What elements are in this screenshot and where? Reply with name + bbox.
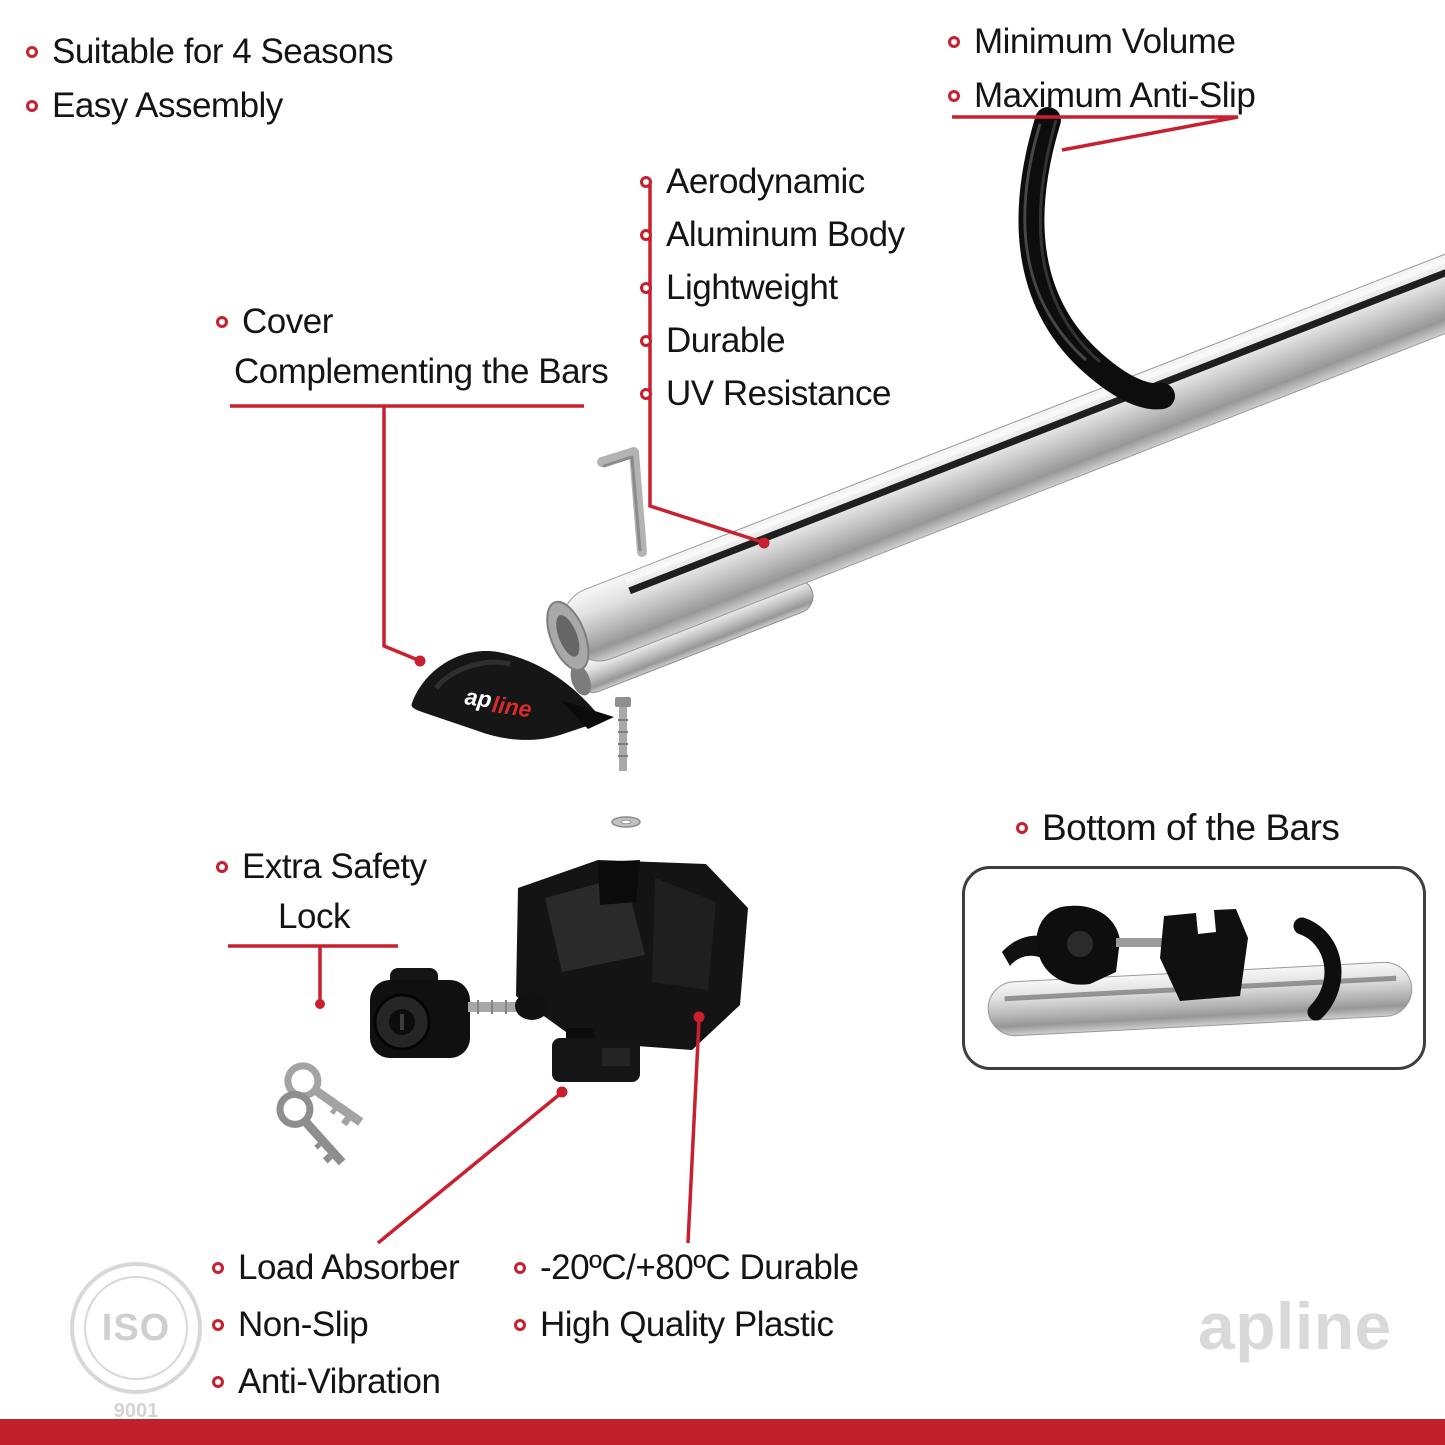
- safety-lock-callout: Extra Safety Lock: [216, 845, 427, 939]
- list-item: Load Absorber: [212, 1246, 460, 1290]
- bullet-icon: [216, 316, 228, 328]
- keys: [276, 1062, 364, 1166]
- bottom-of-bars-inset-frame: [962, 866, 1426, 1070]
- feature-label: Durable: [666, 321, 786, 360]
- feature-label: Aerodynamic: [666, 162, 865, 201]
- bullet-icon: [640, 229, 652, 241]
- crossbar: [546, 240, 1445, 696]
- bullet-icon: [216, 861, 228, 873]
- leader-dots: [315, 537, 770, 1098]
- top-right-feature-list: Minimum Volume Maximum Anti-Slip: [948, 20, 1256, 118]
- feature-label: UV Resistance: [666, 374, 891, 413]
- bullet-icon: [212, 1376, 224, 1388]
- callout-label: Complementing the Bars: [234, 352, 609, 391]
- leader-load-absorber: [376, 1092, 562, 1245]
- feature-label: Suitable for 4 Seasons: [52, 32, 394, 71]
- leader-lock: [228, 944, 398, 1002]
- bullet-icon: [640, 176, 652, 188]
- list-item: -20ºC/+80ºC Durable: [514, 1246, 859, 1290]
- feature-label: Minimum Volume: [974, 22, 1236, 61]
- bullet-icon: [514, 1262, 526, 1274]
- load-absorber-part: [552, 1028, 640, 1082]
- feature-label: Non-Slip: [238, 1305, 369, 1344]
- bullet-icon: [26, 46, 38, 58]
- list-item: Extra Safety: [216, 845, 427, 889]
- brand-logo-line: line: [490, 691, 533, 722]
- section-title: Bottom of the Bars: [1042, 807, 1340, 848]
- list-item: Non-Slip: [212, 1303, 459, 1347]
- list-item: Suitable for 4 Seasons: [26, 30, 394, 74]
- iso-stamp: ISO 9001: [70, 1262, 202, 1422]
- bullet-icon: [26, 100, 38, 112]
- footer-accent-bar: [0, 1419, 1445, 1445]
- cover-callout: Cover Complementing the Bars: [216, 300, 609, 394]
- callout-label: Lock: [278, 897, 350, 936]
- list-item: Anti-Vibration: [212, 1360, 459, 1404]
- bullet-icon: [212, 1262, 224, 1274]
- bullet-icon: [514, 1319, 526, 1331]
- feature-label: Maximum Anti-Slip: [974, 76, 1256, 115]
- callout-label: Extra Safety: [242, 847, 427, 886]
- bullet-icon: [948, 90, 960, 102]
- list-item: Aluminum Body: [640, 213, 905, 257]
- list-item: High Quality Plastic: [514, 1303, 859, 1347]
- bottom-of-bars-callout: Bottom of the Bars: [1016, 806, 1340, 850]
- bullet-icon: [1016, 822, 1028, 834]
- list-item: Easy Assembly: [26, 84, 393, 128]
- list-item: Lightweight: [640, 266, 905, 310]
- list-item: Maximum Anti-Slip: [948, 74, 1256, 118]
- brand-watermark: apline: [1198, 1289, 1392, 1363]
- top-left-feature-list: Suitable for 4 Seasons Easy Assembly: [26, 30, 394, 128]
- list-item: Durable: [640, 319, 905, 363]
- bullet-icon: [640, 282, 652, 294]
- bolt: [615, 697, 631, 771]
- foot-bracket: [516, 860, 748, 1050]
- feature-label: Load Absorber: [238, 1248, 460, 1287]
- callout-label: Cover: [242, 302, 333, 341]
- list-item: Cover: [216, 300, 608, 344]
- bar-feature-list: Aerodynamic Aluminum Body Lightweight Du…: [640, 160, 905, 416]
- iso-stamp-text: ISO: [101, 1306, 171, 1349]
- bottom-box-graphics: [987, 905, 1413, 1037]
- cover-part: ap line: [411, 651, 614, 740]
- brand-logo-ap: ap: [463, 683, 493, 712]
- list-item: UV Resistance: [640, 372, 905, 416]
- leader-lines: [228, 115, 1239, 1245]
- feature-label: Anti-Vibration: [238, 1362, 441, 1401]
- leader-anti-slip: [952, 115, 1239, 152]
- rubber-strip: [1018, 107, 1175, 410]
- feature-label: Easy Assembly: [52, 86, 283, 125]
- feature-label: -20ºC/+80ºC Durable: [540, 1248, 859, 1287]
- allen-key: [597, 447, 647, 557]
- bullet-icon: [212, 1319, 224, 1331]
- leader-cover: [230, 404, 584, 662]
- washer: [611, 816, 641, 828]
- list-item: Aerodynamic: [640, 160, 905, 204]
- bullet-icon: [640, 335, 652, 347]
- list-item: Minimum Volume: [948, 20, 1255, 64]
- feature-label: Lightweight: [666, 268, 838, 307]
- bottom-center-feature-list: -20ºC/+80ºC Durable High Quality Plastic: [514, 1246, 859, 1347]
- leader-durable: [686, 1019, 701, 1244]
- bullet-icon: [948, 36, 960, 48]
- feature-label: High Quality Plastic: [540, 1305, 834, 1344]
- list-item: Bottom of the Bars: [1016, 806, 1340, 850]
- bullet-icon: [640, 388, 652, 400]
- iso-stamp-number: 9001: [113, 1400, 159, 1422]
- safety-lock: [370, 968, 549, 1058]
- feature-label: Aluminum Body: [666, 215, 905, 254]
- iso-stamp-inner-ring: ISO: [84, 1276, 188, 1380]
- bottom-left-feature-list: Load Absorber Non-Slip Anti-Vibration: [212, 1246, 460, 1404]
